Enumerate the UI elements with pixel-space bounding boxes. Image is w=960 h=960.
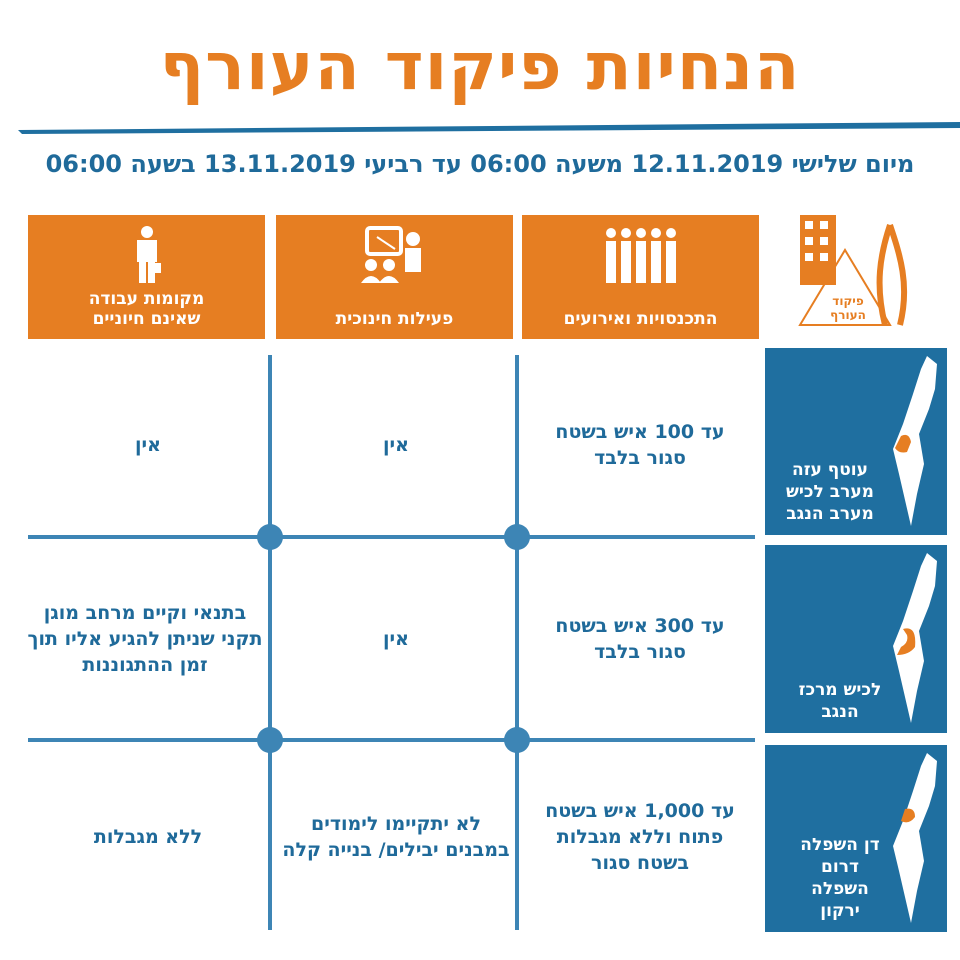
header-education: פעילות חינוכית [276, 215, 513, 339]
grid-node [257, 524, 283, 550]
grid-node [257, 727, 283, 753]
grid-line [28, 738, 755, 742]
cell-workplaces-row-2: בתנאי וקיים מרחב מוגן תקני שניתן להגיע א… [27, 602, 263, 676]
grid-line [515, 355, 519, 930]
cell-education-row-1: אין [383, 434, 409, 456]
svg-text:העורף: העורף [830, 308, 866, 322]
header-label: התכנסויות ואירועים [563, 309, 718, 329]
cell-gatherings-row-1: עד 100 איש בשטח סגור בלבד [555, 421, 725, 469]
worker-icon [136, 226, 161, 283]
cell-gatherings-row-3: עד 1,000 איש בשטח פתוח וללא מגבלות בשטח … [545, 800, 735, 874]
grid-node [504, 727, 530, 753]
region-label: לכיש מרכז הנגב [798, 680, 882, 722]
teacher-icon [360, 226, 421, 283]
header-label: פעילות חינוכית [335, 309, 454, 329]
cell-workplaces-row-3: ללא מגבלות [93, 826, 203, 848]
page-title: הנחיות פיקוד העורף [159, 28, 801, 105]
cell-gatherings-row-2: עד 300 איש בשטח סגור בלבד [555, 615, 725, 663]
svg-text:פיקוד: פיקוד [832, 294, 864, 308]
region-row-3: דן השפלה דרום השפלה ירקון [765, 745, 947, 932]
israel-map-icon [893, 553, 937, 723]
region-row-1: עוטף עזה מערב לכיש מערב הנגב [765, 348, 947, 535]
grid-line [28, 535, 755, 539]
cell-workplaces-row-1: אין [135, 434, 161, 456]
crowd-icon [605, 228, 676, 283]
israel-map-icon [893, 753, 937, 923]
region-label: עוטף עזה מערב לכיש מערב הנגב [786, 460, 874, 524]
israel-map-icon [893, 356, 937, 526]
date-range-subtitle: מיום שלישי 12.11.2019 משעה 06:00 עד רביע… [45, 150, 915, 178]
header-gatherings: התכנסויות ואירועים [522, 215, 759, 339]
region-row-2: לכיש מרכז הנגב [765, 545, 947, 733]
header-label: מקומות עבודה שאינם חיוניים [88, 289, 205, 329]
title-underline [18, 122, 960, 134]
header-workplaces: מקומות עבודה שאינם חיוניים [28, 215, 265, 339]
cell-education-row-3: לא יתקיימו לימודים במבנים יבילים/ בנייה … [282, 813, 510, 861]
home-front-command-logo: פיקוד העורף [790, 215, 920, 333]
region-label: דן השפלה דרום השפלה ירקון [800, 835, 880, 921]
cell-education-row-2: אין [383, 628, 409, 650]
grid-line [268, 355, 272, 930]
grid-node [504, 524, 530, 550]
